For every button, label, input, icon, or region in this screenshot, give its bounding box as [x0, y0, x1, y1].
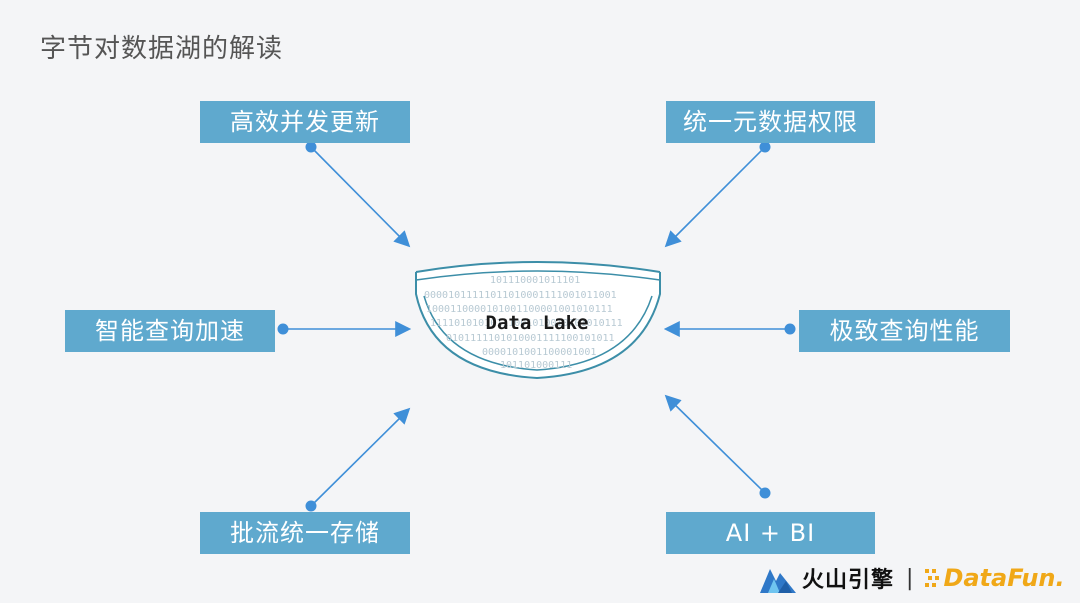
arrow-top-right — [664, 146, 766, 248]
arrow-origin-dot — [277, 323, 289, 335]
brand-volcano-engine: 火山引擎 — [802, 568, 895, 593]
feature-box-concurrent-updates: 高效并发更新 — [200, 101, 410, 143]
arrow-origin-dot — [759, 487, 771, 499]
arrow-origin-dot — [305, 500, 317, 512]
binary-line: 00001011111011010001111001011001 — [424, 290, 617, 301]
arrow-top-left — [310, 146, 411, 248]
data-lake-label: Data Lake — [486, 312, 589, 334]
feature-box-smart-query: 智能查询加速 — [65, 310, 275, 352]
binary-line: 0000101001100001001 — [482, 347, 596, 358]
feature-box-ai-bi: AI + BI — [666, 512, 875, 554]
footer-logos: 火山引擎 | DataFun. — [760, 560, 1065, 596]
binary-line: 101110001011101 — [490, 275, 580, 286]
datafun-logo-icon — [925, 569, 940, 587]
arrow-origin-dot — [784, 323, 796, 335]
brand-datafun: DataFun. — [943, 564, 1065, 592]
page-title: 字节对数据湖的解读 — [40, 34, 284, 64]
volcano-logo-icon — [760, 569, 796, 593]
feature-box-query-performance: 极致查询性能 — [799, 310, 1010, 352]
binary-line: 101101000111 — [500, 360, 572, 371]
binary-line: 1000110000101001100001001010111 — [426, 304, 613, 315]
binary-line: 11110101010111001010010101010111 — [430, 318, 623, 329]
feature-box-batch-stream: 批流统一存储 — [200, 512, 410, 554]
binary-line: 0101111101010001111100101011 — [446, 333, 615, 344]
footer-separator: | — [906, 565, 914, 591]
feature-box-unified-metadata: 统一元数据权限 — [666, 101, 875, 143]
data-lake-bowl: 101110001011101 000010111110110100011110… — [415, 261, 661, 380]
arrow-origin-dot — [759, 141, 771, 153]
binary-pattern: 101110001011101 000010111110110100011110… — [424, 275, 623, 371]
arrow-bottom-right — [664, 394, 766, 494]
arrow-origin-dot — [305, 141, 317, 153]
arrow-bottom-left — [310, 407, 411, 507]
